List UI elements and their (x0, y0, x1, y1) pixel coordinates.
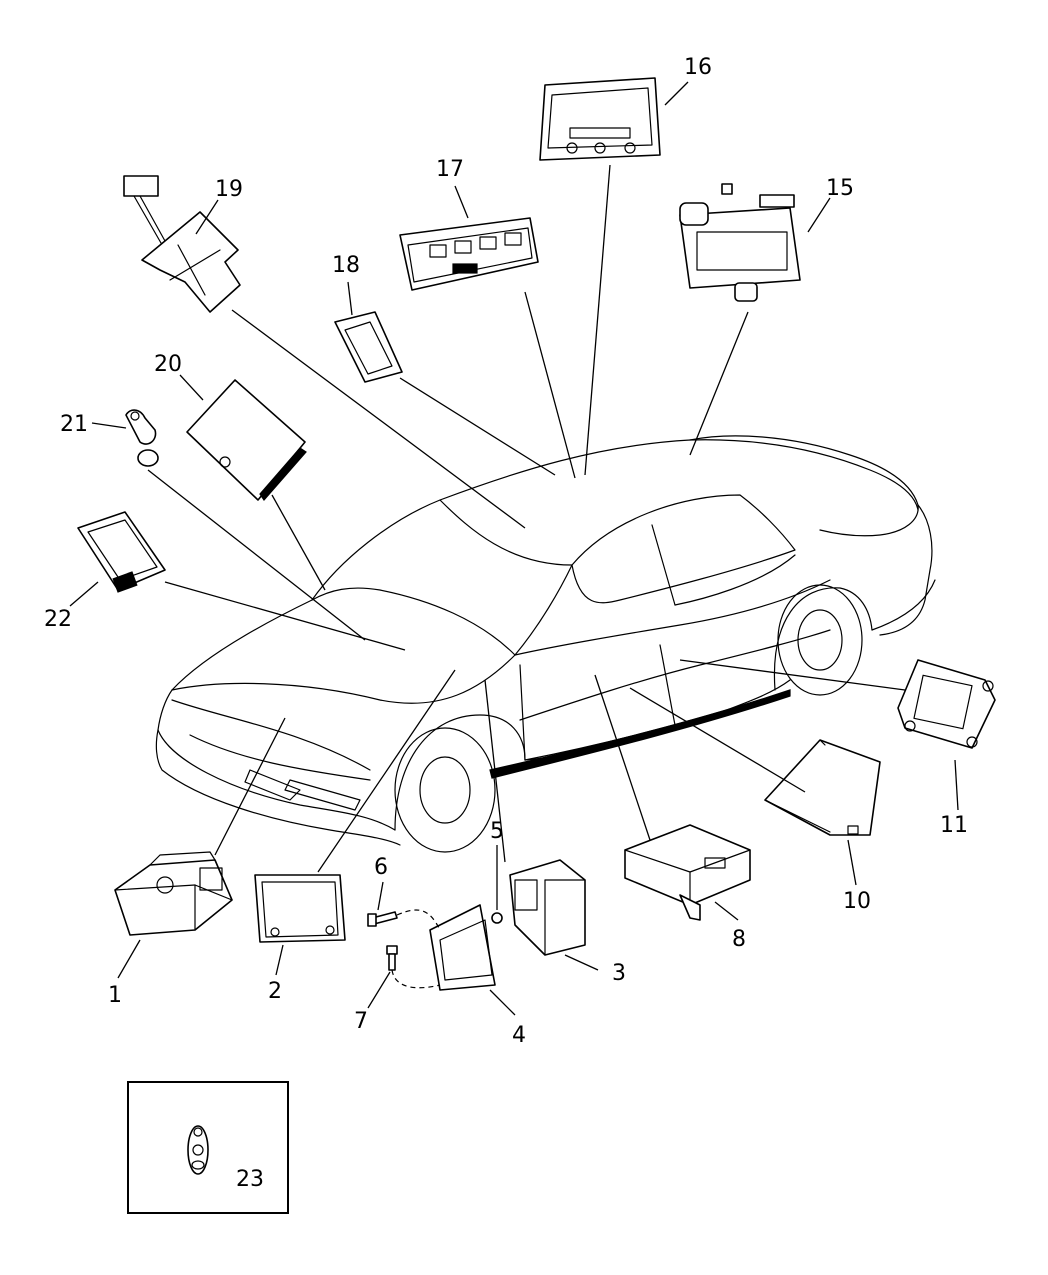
part-2-module (254, 874, 346, 943)
callout-16: 16 (684, 55, 712, 80)
part-8-module (624, 824, 751, 921)
callout-3: 3 (612, 961, 626, 986)
callout-22: 22 (44, 607, 72, 632)
leader-lines (69, 81, 959, 1016)
callout-15: 15 (826, 176, 854, 201)
callout-19: 19 (215, 177, 243, 202)
part-16-module (539, 77, 661, 161)
callout-labels: 1 2 3 4 5 6 7 8 10 11 15 16 17 18 19 20 … (44, 55, 968, 1192)
callout-10: 10 (843, 889, 871, 914)
callout-7: 7 (354, 1009, 368, 1034)
callout-17: 17 (436, 157, 464, 182)
part-15-module (679, 183, 801, 302)
part-10-module (764, 739, 881, 836)
part-23-grommet (187, 1125, 209, 1175)
part-5-nut (491, 912, 503, 924)
part-4-bracket (429, 904, 496, 991)
callout-5: 5 (490, 819, 504, 844)
car-body (155, 435, 936, 853)
part-19-module (123, 175, 241, 313)
callout-20: 20 (154, 352, 182, 377)
part-20-module (186, 379, 307, 501)
callout-4: 4 (512, 1023, 526, 1048)
inset-frame (127, 1081, 289, 1214)
callout-23: 23 (236, 1167, 264, 1192)
callout-11: 11 (940, 813, 968, 838)
part-3-module (509, 859, 586, 956)
part-11-module (897, 659, 996, 749)
part-21-module (125, 409, 159, 467)
part-22-module (77, 511, 166, 593)
part-18-module (334, 311, 403, 383)
part-6-screw (367, 909, 441, 931)
callout-21: 21 (60, 412, 88, 437)
part-7-screw (386, 945, 441, 989)
callout-2: 2 (268, 979, 282, 1004)
part-1-module (114, 851, 233, 936)
part-17-module (399, 217, 539, 291)
callout-1: 1 (108, 983, 122, 1008)
callout-6: 6 (374, 855, 388, 880)
callout-8: 8 (732, 927, 746, 952)
callout-18: 18 (332, 253, 360, 278)
